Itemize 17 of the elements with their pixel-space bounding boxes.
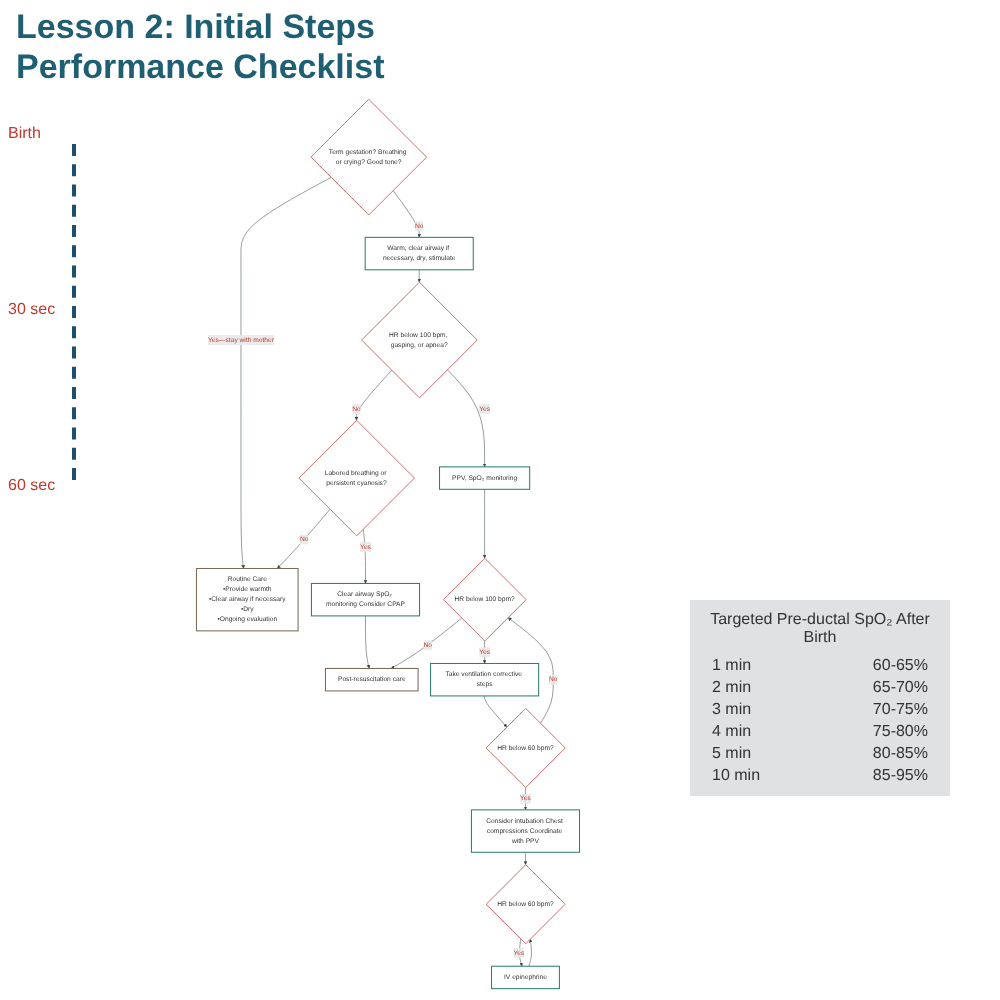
time-label: 60 sec [8,476,56,494]
time-cell: 4 min [712,722,752,740]
time-cell: 3 min [712,700,752,718]
title: Lesson 2: Initial Steps Performance Checklist [16,8,387,88]
percent-cell: 65-70% [872,678,928,696]
time-cell: 5 min [712,744,752,762]
time-label: 30 sec [8,300,56,318]
time-cell: 2 min [712,678,752,696]
table-heading: Targeted Pre-ductal SpO₂ After Birth [708,610,932,646]
percent-cell: 70-75% [872,700,928,718]
time-cell: 1 min [712,656,752,674]
percent-cell: 80-85% [872,744,928,762]
percent-cell: 75-80% [872,722,928,740]
percent-cell: 60-65% [872,656,928,674]
percent-cell: 85-95% [872,766,928,784]
time-cell: 10 min [712,766,761,784]
time-label: Birth [8,124,41,142]
